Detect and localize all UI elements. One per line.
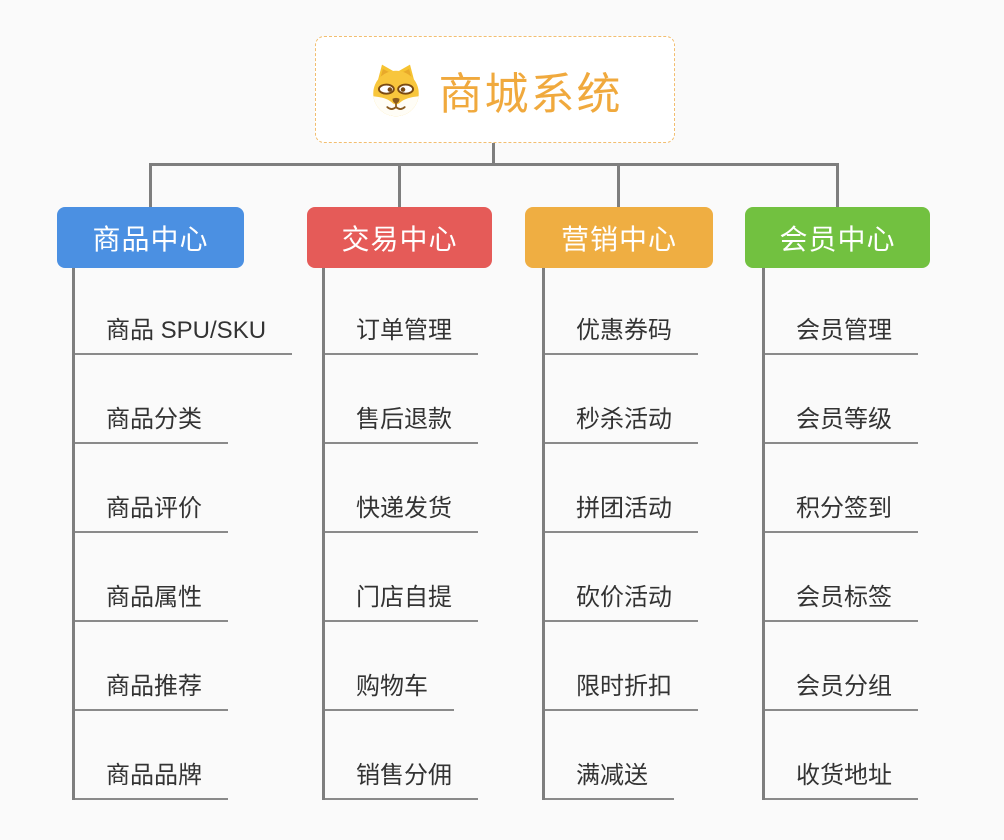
- branch-member-center[interactable]: 会员中心: [745, 207, 930, 268]
- node-order-management[interactable]: 订单管理: [325, 316, 478, 355]
- node-coupon-code[interactable]: 优惠券码: [545, 316, 698, 355]
- node-store-pickup[interactable]: 门店自提: [325, 583, 478, 622]
- connector-rail: [149, 163, 839, 166]
- branch-product-center[interactable]: 商品中心: [57, 207, 244, 268]
- node-product-attribute[interactable]: 商品属性: [75, 583, 228, 622]
- children-product-center: 商品 SPU/SKU 商品分类 商品评价 商品属性 商品推荐 商品品牌: [72, 268, 293, 800]
- branch-member-center-label: 会员中心: [779, 223, 896, 255]
- node-group-buy[interactable]: 拼团活动: [545, 494, 698, 533]
- node-member-group[interactable]: 会员分组: [765, 672, 918, 711]
- node-product-spu-sku[interactable]: 商品 SPU/SKU: [75, 316, 293, 355]
- node-express-delivery[interactable]: 快递发货: [325, 494, 478, 533]
- node-flash-sale[interactable]: 秒杀活动: [545, 405, 698, 444]
- node-product-brand[interactable]: 商品品牌: [75, 761, 228, 800]
- node-member-management[interactable]: 会员管理: [765, 316, 918, 355]
- branch-trade-center[interactable]: 交易中心: [307, 207, 492, 268]
- children-marketing-center: 优惠券码 秒杀活动 拼团活动 砍价活动 限时折扣 满减送: [542, 268, 698, 800]
- node-aftersale-refund[interactable]: 售后退款: [325, 405, 478, 444]
- connector-drop-member: [836, 163, 839, 208]
- node-member-tag[interactable]: 会员标签: [765, 583, 918, 622]
- node-product-review[interactable]: 商品评价: [75, 494, 228, 533]
- branch-marketing-center-label: 营销中心: [560, 223, 677, 255]
- node-shipping-address[interactable]: 收货地址: [765, 761, 918, 800]
- node-member-level[interactable]: 会员等级: [765, 405, 918, 444]
- connector-root-stem: [492, 143, 495, 164]
- branch-product-center-label: 商品中心: [92, 223, 209, 255]
- connector-drop-marketing: [617, 163, 620, 208]
- root-title: 商城系统: [438, 69, 623, 119]
- root-node-mall-system[interactable]: 商城系统: [315, 36, 675, 143]
- children-member-center: 会员管理 会员等级 积分签到 会员标签 会员分组 收货地址: [762, 268, 918, 800]
- node-sales-commission[interactable]: 销售分佣: [325, 761, 478, 800]
- node-shopping-cart[interactable]: 购物车: [325, 672, 454, 711]
- dog-face-icon: [368, 62, 424, 118]
- node-full-reduction[interactable]: 满减送: [545, 761, 674, 800]
- node-points-checkin[interactable]: 积分签到: [765, 494, 918, 533]
- node-product-recommend[interactable]: 商品推荐: [75, 672, 228, 711]
- node-bargain-activity[interactable]: 砍价活动: [545, 583, 698, 622]
- branch-trade-center-label: 交易中心: [341, 223, 458, 255]
- node-product-category[interactable]: 商品分类: [75, 405, 228, 444]
- connector-drop-product: [149, 163, 152, 208]
- connector-drop-trade: [398, 163, 401, 208]
- children-trade-center: 订单管理 售后退款 快递发货 门店自提 购物车 销售分佣: [322, 268, 478, 800]
- node-limited-time-discount[interactable]: 限时折扣: [545, 672, 698, 711]
- branch-marketing-center[interactable]: 营销中心: [525, 207, 713, 268]
